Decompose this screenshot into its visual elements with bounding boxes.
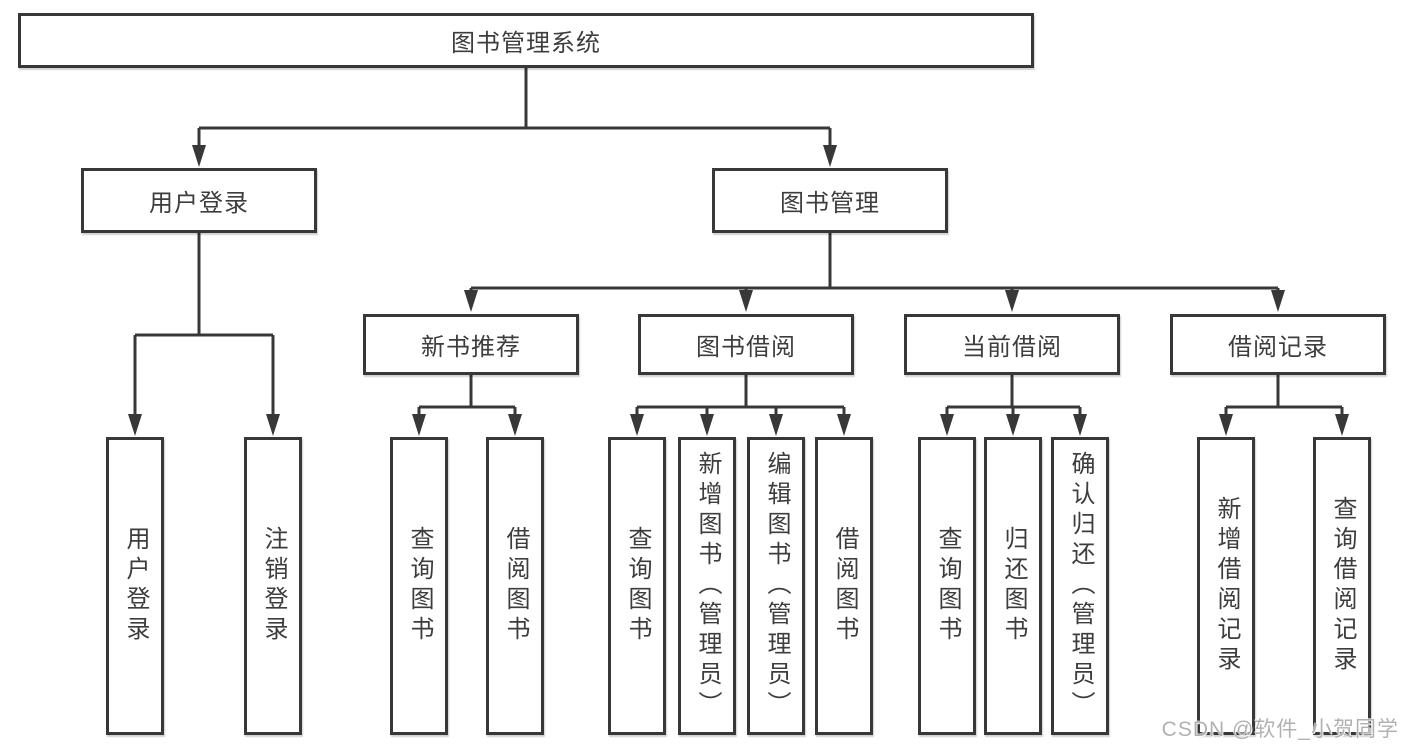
leaf-user-login-label: 用户登录 xyxy=(122,526,149,646)
node-new-book-recommend: 新书推荐 xyxy=(363,314,579,375)
node-user-login-label: 用户登录 xyxy=(149,190,249,217)
leaf-add-books-admin: 新增图书（管理员） xyxy=(678,437,736,735)
leaf-edit-books-admin: 编辑图书（管理员） xyxy=(747,437,805,735)
leaf-logout-label: 注销登录 xyxy=(260,526,287,646)
node-book-management: 图书管理 xyxy=(712,168,948,233)
leaf-logout: 注销登录 xyxy=(244,437,302,735)
leaf-search-books-recommend-label: 查询图书 xyxy=(406,526,433,646)
leaf-search-books-borrowing-label: 查询图书 xyxy=(624,526,651,646)
leaf-search-borrow-record-label: 查询借阅记录 xyxy=(1329,496,1356,676)
node-current-borrowing-label: 当前借阅 xyxy=(962,334,1062,361)
node-book-borrowing: 图书借阅 xyxy=(638,314,854,375)
leaf-borrow-books-label: 借阅图书 xyxy=(831,526,858,646)
csdn-watermark: CSDN @软件_小贺同学 xyxy=(1161,718,1399,741)
leaf-search-books-recommend: 查询图书 xyxy=(390,437,448,735)
leaf-edit-books-admin-label: 编辑图书（管理员） xyxy=(763,451,790,721)
leaf-confirm-return-admin-label: 确认归还（管理员） xyxy=(1067,451,1094,721)
node-borrowing-records-label: 借阅记录 xyxy=(1228,334,1328,361)
leaf-borrow-books: 借阅图书 xyxy=(815,437,873,735)
leaf-add-borrow-record: 新增借阅记录 xyxy=(1197,437,1255,735)
node-library-system: 图书管理系统 xyxy=(18,13,1034,68)
leaf-return-books: 归还图书 xyxy=(984,437,1042,735)
node-user-login: 用户登录 xyxy=(81,168,317,233)
leaf-return-books-label: 归还图书 xyxy=(1000,526,1027,646)
leaf-add-books-admin-label: 新增图书（管理员） xyxy=(694,451,721,721)
leaf-search-borrow-record: 查询借阅记录 xyxy=(1313,437,1371,735)
leaf-add-borrow-record-label: 新增借阅记录 xyxy=(1213,496,1240,676)
node-current-borrowing: 当前借阅 xyxy=(904,314,1120,375)
node-borrowing-records: 借阅记录 xyxy=(1170,314,1386,375)
leaf-borrow-books-recommend: 借阅图书 xyxy=(486,437,544,735)
leaf-search-books-current-label: 查询图书 xyxy=(934,526,961,646)
leaf-user-login: 用户登录 xyxy=(106,437,164,735)
leaf-confirm-return-admin: 确认归还（管理员） xyxy=(1051,437,1109,735)
leaf-borrow-books-recommend-label: 借阅图书 xyxy=(502,526,529,646)
leaf-search-books-current: 查询图书 xyxy=(918,437,976,735)
node-new-book-recommend-label: 新书推荐 xyxy=(421,334,521,361)
node-library-system-label: 图书管理系统 xyxy=(451,30,601,57)
node-book-borrowing-label: 图书借阅 xyxy=(696,334,796,361)
leaf-search-books-borrowing: 查询图书 xyxy=(608,437,666,735)
node-book-management-label: 图书管理 xyxy=(780,190,880,217)
